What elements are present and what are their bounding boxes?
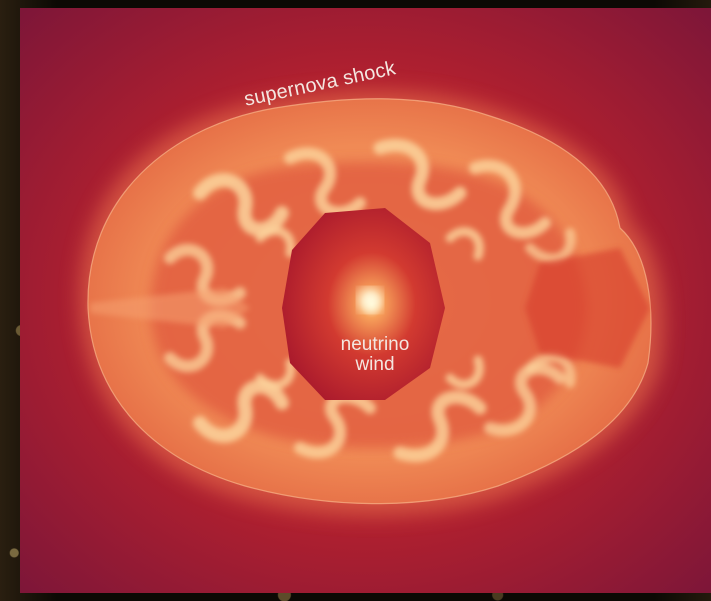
core-glow bbox=[358, 288, 382, 312]
right-jet bbox=[525, 248, 650, 368]
simulation-panel: supernova shock neutrino wind bbox=[20, 8, 711, 593]
shock-front-line bbox=[87, 98, 652, 505]
neutrino-wind-label: neutrino wind bbox=[320, 335, 430, 375]
neutrino-wind-label-line1: neutrino bbox=[340, 334, 410, 355]
left-jet bbox=[90, 288, 250, 328]
simulation-graphic bbox=[20, 8, 711, 593]
neutrino-wind-label-line2: wind bbox=[355, 353, 395, 375]
